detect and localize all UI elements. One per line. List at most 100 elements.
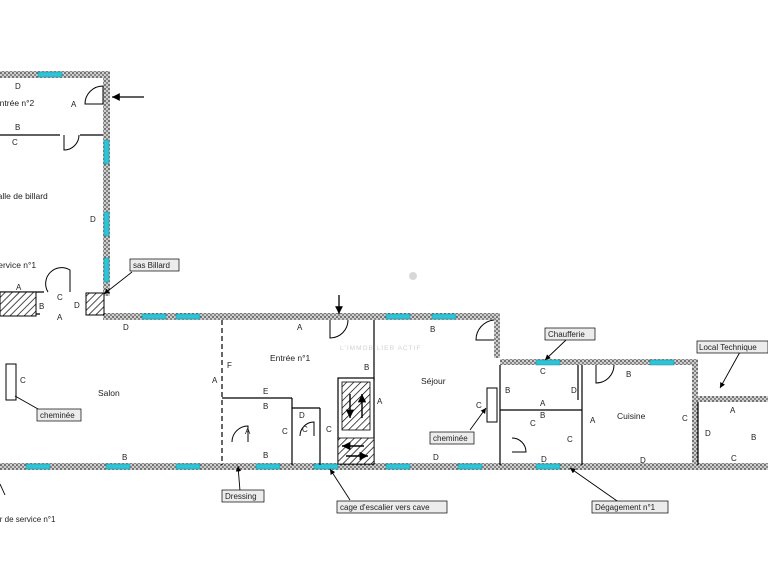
room-billard: Salle de billard — [0, 191, 48, 201]
room-sejour: Séjour — [421, 376, 446, 386]
wall-letter: A — [540, 399, 546, 408]
wall-letter: D — [640, 456, 646, 465]
wall-letter: D — [90, 215, 96, 224]
wall-letter: D — [433, 453, 439, 462]
wall-letter: C — [530, 419, 536, 428]
wall-letter: D — [571, 386, 577, 395]
callout-cage-escalier: cage d'escalier vers cave — [336, 500, 448, 514]
wall-letter: A — [212, 376, 218, 385]
wall-cuisine-right — [692, 359, 698, 469]
svg-text:Escalier de service n°1: Escalier de service n°1 — [0, 515, 56, 524]
wall-letter: C — [282, 427, 288, 436]
wall-letter: A — [730, 406, 736, 415]
window — [103, 139, 110, 165]
wall-letter: B — [430, 325, 435, 334]
service-stair-sas — [0, 291, 105, 317]
wall-letter: C — [567, 435, 573, 444]
door-d — [299, 421, 315, 437]
wall-top-cuisine — [598, 359, 698, 365]
window — [175, 463, 201, 470]
callout-dressing: Dressing — [221, 489, 265, 503]
sas-billard-stair-right — [85, 292, 105, 316]
door-dressing — [231, 425, 249, 443]
wall-letter: B — [39, 302, 44, 311]
window — [385, 463, 411, 470]
window — [535, 463, 561, 470]
door-sas — [45, 267, 71, 293]
wall-letter: E — [263, 387, 268, 396]
window — [535, 359, 561, 366]
windows — [25, 71, 675, 470]
window — [431, 313, 457, 320]
wall-letter: C — [540, 367, 546, 376]
callout-sas-billard: sas Billard — [129, 258, 180, 272]
window — [141, 313, 167, 320]
room-salon: Salon — [98, 388, 120, 398]
window — [37, 71, 63, 78]
svg-text:cheminée: cheminée — [40, 411, 75, 420]
interior-walls — [0, 134, 699, 465]
room-cuisine: Cuisine — [617, 411, 646, 421]
wall-letter: C — [476, 401, 482, 410]
wall-letter: D — [74, 301, 80, 310]
sas-billard-stair-left — [0, 291, 37, 317]
window — [255, 463, 281, 470]
window — [649, 359, 675, 366]
svg-text:Dressing: Dressing — [225, 492, 257, 501]
doors — [5, 85, 615, 453]
wall-letter: D — [123, 323, 129, 332]
window — [25, 463, 51, 470]
window — [457, 463, 483, 470]
callout-local-technique: Local Technique — [696, 340, 768, 354]
wall-letter: C — [302, 425, 308, 434]
wall-letter: A — [377, 397, 383, 406]
wall-letter: B — [15, 123, 20, 132]
door-degagement — [511, 437, 527, 453]
watermark: L'IMMOBILIER ACTIF — [340, 345, 421, 352]
wall-letter: F — [227, 361, 232, 370]
cave-staircase — [337, 377, 375, 465]
window — [313, 463, 339, 470]
wall-top-local — [698, 396, 768, 402]
wall-letter: D — [705, 429, 711, 438]
wall-letter: B — [751, 433, 756, 442]
wall-letter: A — [590, 416, 596, 425]
room-service1: service n°1 — [0, 260, 36, 270]
window — [105, 463, 131, 470]
wall-letter: B — [263, 402, 268, 411]
svg-text:sas Billard: sas Billard — [133, 261, 170, 270]
wall-letter: C — [57, 293, 63, 302]
door-chemin-sejour — [486, 387, 498, 423]
room-labels: Entrée n°2 Salle de billard service n°1 … — [0, 98, 646, 421]
wall-letter: A — [16, 283, 22, 292]
wall-letter: A — [297, 323, 303, 332]
wall-letters: D A B C D A C B D A D A B C F A E B A C … — [12, 82, 756, 465]
wall-letter: B — [540, 411, 545, 420]
room-entree1: Entrée n°1 — [270, 353, 311, 363]
wall-letter: B — [626, 370, 631, 379]
callout-cheminee-sejour: cheminée — [429, 431, 475, 445]
watermark-dot — [409, 272, 417, 280]
wall-letter: A — [57, 313, 63, 322]
window — [103, 257, 110, 283]
svg-text:cheminée: cheminée — [433, 434, 468, 443]
wall-letter: B — [364, 363, 369, 372]
wall-letter: D — [15, 82, 21, 91]
door-billard — [63, 134, 80, 151]
window — [385, 313, 411, 320]
wall-letter: D — [541, 455, 547, 464]
wall-letter: C — [12, 138, 18, 147]
door-cuisine — [595, 364, 615, 384]
door-entree1 — [329, 319, 349, 339]
room-entree2: Entrée n°2 — [0, 98, 35, 108]
wall-letter: C — [731, 454, 737, 463]
wall-letter: A — [71, 100, 77, 109]
svg-text:Local Technique: Local Technique — [699, 343, 757, 352]
entry-arrows — [112, 93, 343, 314]
wall-right-left-wing — [103, 71, 110, 296]
svg-text:cage d'escalier vers cave: cage d'escalier vers cave — [340, 503, 430, 512]
callout-escalier-service: Escalier de service n°1 — [0, 515, 56, 524]
door-chemin-salon — [5, 363, 17, 401]
door-sejour — [475, 319, 495, 341]
